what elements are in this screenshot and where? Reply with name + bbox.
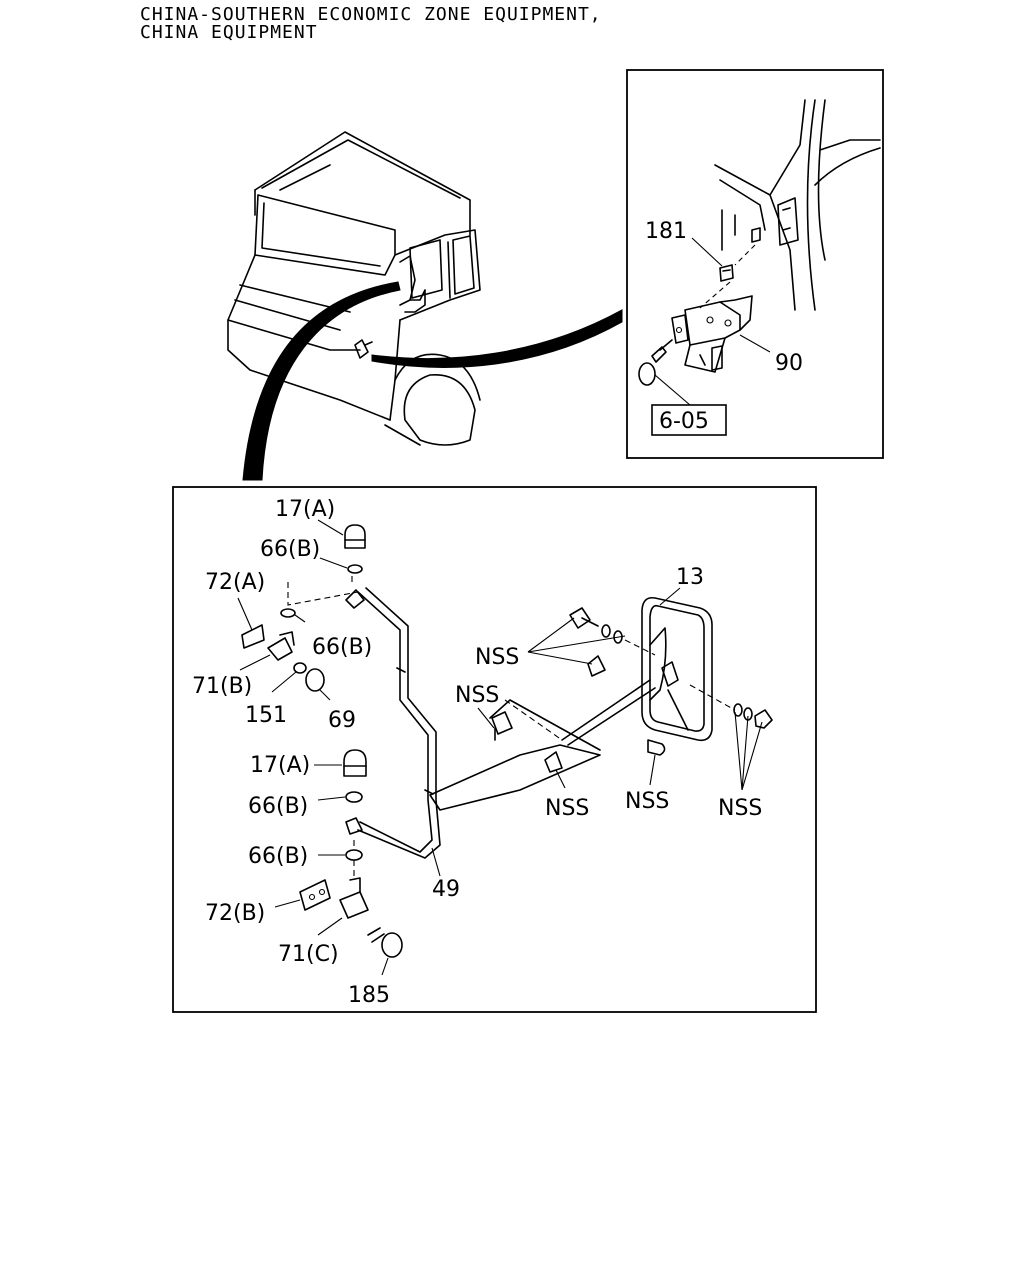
label-66b-3: 66(B)	[248, 794, 308, 819]
label-13: 13	[676, 565, 704, 590]
leader-arc-main	[242, 281, 401, 481]
label-90: 90	[775, 351, 803, 376]
reference-label-6-05: 6-05	[659, 409, 709, 434]
label-181: 181	[645, 219, 687, 244]
mirror-stay-49	[345, 587, 441, 859]
nss-clip-left	[491, 711, 513, 741]
label-151: 151	[245, 703, 287, 728]
label-nss-2: NSS	[455, 683, 499, 708]
detail-leaders	[237, 519, 763, 976]
nss-clip-center	[544, 751, 563, 773]
label-nss-1: NSS	[475, 645, 519, 670]
label-66b-1: 66(B)	[260, 537, 320, 562]
inset-frame	[626, 69, 884, 459]
cap-nut-17a-top	[344, 524, 366, 549]
assembly-lines-inset	[699, 244, 756, 309]
label-66b-2: 66(B)	[312, 635, 372, 660]
cap-nut-17a-mid	[343, 749, 367, 777]
clamp-71c	[339, 877, 369, 919]
washer-66b-2	[280, 608, 296, 618]
label-72a: 72(A)	[205, 570, 265, 595]
label-71c: 71(C)	[278, 942, 339, 967]
truck-cab-drawing	[227, 131, 481, 446]
inset-fender-drawing	[714, 99, 881, 311]
label-nss-3: NSS	[545, 796, 589, 821]
clamp-71b	[267, 631, 295, 661]
bracket-90	[671, 295, 753, 373]
detail-frame	[172, 486, 817, 1013]
label-72b: 72(B)	[205, 901, 265, 926]
nss-bolt-upper	[569, 607, 623, 677]
plate-72b	[299, 879, 331, 911]
label-66b-4: 66(B)	[248, 844, 308, 869]
leader-arc-inset	[371, 309, 623, 368]
mirror-13	[641, 596, 713, 742]
label-17a-mid: 17(A)	[250, 753, 310, 778]
cap-nut-69	[305, 668, 325, 692]
washer-66b-1	[347, 564, 363, 574]
label-49: 49	[432, 877, 460, 902]
header-line-2: CHINA EQUIPMENT	[140, 22, 318, 43]
plate-72a	[241, 624, 265, 649]
header-line-1: CHINA-SOUTHERN ECONOMIC ZONE EQUIPMENT,	[140, 4, 602, 25]
mirror-arm	[429, 679, 656, 811]
washer-151	[293, 662, 307, 674]
label-69: 69	[328, 708, 356, 733]
label-185: 185	[348, 983, 390, 1008]
nss-cap-lower	[647, 739, 666, 756]
label-nss-4: NSS	[625, 789, 669, 814]
bolt-inset	[638, 339, 673, 386]
bolt-185	[367, 927, 403, 958]
label-17a-top: 17(A)	[275, 497, 335, 522]
label-71b: 71(B)	[192, 674, 252, 699]
inset-leaders	[654, 237, 771, 406]
reference-box	[651, 404, 727, 436]
nut-181	[719, 227, 761, 282]
nss-nut-right	[733, 703, 773, 729]
label-nss-5: NSS	[718, 796, 762, 821]
washer-66b-3	[345, 791, 363, 803]
washer-66b-4	[345, 849, 363, 861]
